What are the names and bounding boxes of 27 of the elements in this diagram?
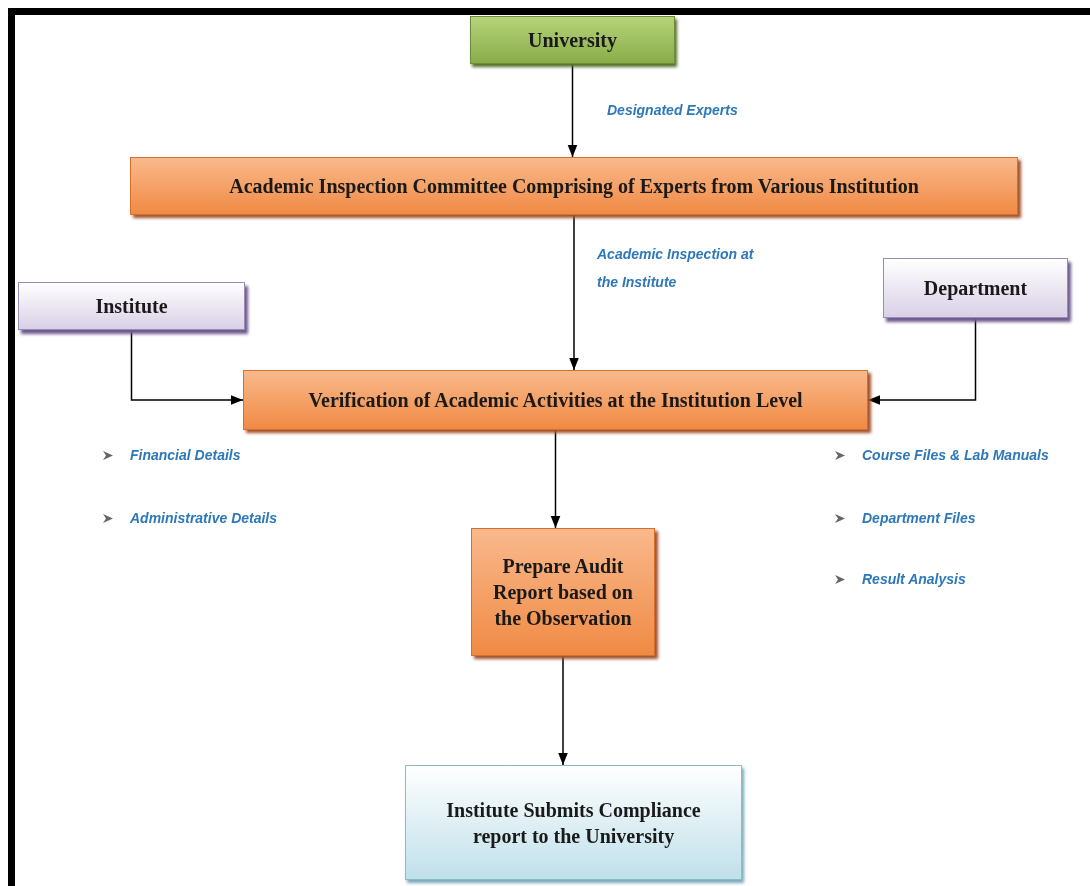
node-text: Department xyxy=(923,276,1028,301)
list-item: Course Files & Lab Manuals xyxy=(862,446,1049,465)
list-item: Financial Details xyxy=(130,446,241,465)
list-item: Administrative Details xyxy=(130,509,278,528)
result-box xyxy=(405,765,742,880)
node-text: Academic Inspection Committee Comprising of Experts from Various Institution xyxy=(229,174,919,199)
arrow xyxy=(558,655,568,766)
node-text: Institute Submits Compliance report to the University xyxy=(446,797,701,849)
node-text: Verification of Academic Activities at the Institution Level xyxy=(308,388,803,413)
node-text: Institute xyxy=(95,294,168,319)
edge-label: Designated Experts xyxy=(607,101,739,120)
node-text: Prepare Audit Report based on the Observation xyxy=(492,554,634,631)
process-box xyxy=(243,370,868,430)
arrow xyxy=(550,429,561,529)
arrow xyxy=(867,317,977,405)
arrow xyxy=(130,329,244,405)
list-item: Result Analysis xyxy=(862,570,966,589)
edge-label: Academic Inspection at the Institute xyxy=(597,245,755,292)
arrow xyxy=(567,63,578,158)
process-box xyxy=(130,157,1018,215)
process-box xyxy=(470,16,675,64)
entity-box xyxy=(18,282,245,330)
entity-box xyxy=(883,258,1068,318)
list-item: Department Files xyxy=(862,509,976,528)
node-text: University xyxy=(528,28,617,53)
arrow xyxy=(569,214,579,371)
process-box xyxy=(471,528,655,656)
